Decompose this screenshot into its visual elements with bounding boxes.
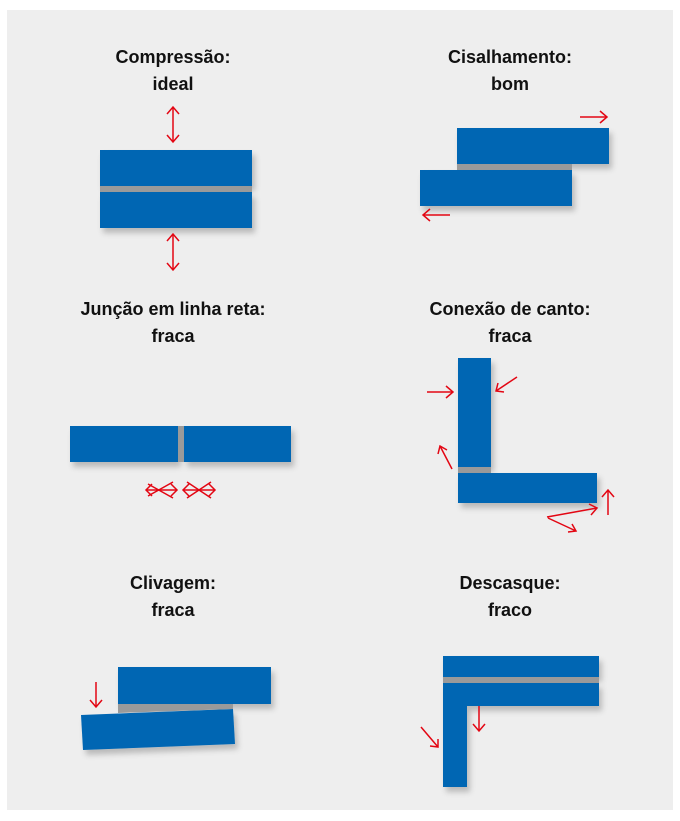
joint-diagrams: [70, 105, 615, 787]
upper-plate: [457, 128, 609, 164]
upper-plate: [100, 150, 252, 186]
arrow-right-icon: [427, 385, 455, 399]
joint-name: Compressão:: [115, 47, 231, 67]
adhesive-layer: [178, 426, 184, 462]
horizontal-plate: [458, 473, 597, 503]
joint-name: Junção em linha reta:: [80, 299, 266, 319]
shear-diagram: [420, 110, 609, 222]
arrow-down-icon: [472, 706, 486, 733]
peel-diagram: [420, 656, 599, 787]
joint-name: Cisalhamento:: [447, 47, 573, 67]
adhesive-layer: [443, 677, 599, 683]
vertical-plate: [458, 358, 491, 467]
right-plate: [184, 426, 291, 462]
arrow-right-icon: [580, 110, 609, 124]
title-peel: Descasque: fraco: [380, 570, 640, 624]
joint-rating: fraca: [151, 326, 195, 346]
title-cleavage: Clivagem: fraca: [43, 570, 303, 624]
left-plate: [70, 426, 178, 462]
arrow-up-icon: [437, 444, 453, 470]
diagram-panel: Compressão: ideal Cisalhamento: bom Junç…: [7, 10, 673, 810]
corner-joint-diagram: [427, 358, 615, 533]
lower-plate: [81, 709, 235, 750]
joint-rating: bom: [491, 74, 529, 94]
force-arrows-icon: [144, 481, 217, 499]
upper-plate: [118, 667, 271, 704]
joint-rating: fraca: [488, 326, 532, 346]
joint-name: Clivagem:: [129, 573, 217, 593]
title-butt-joint: Junção em linha reta: fraca: [43, 296, 303, 350]
lower-plate: [420, 170, 572, 206]
lower-plate: [100, 192, 252, 228]
arrow-down-icon: [89, 682, 103, 709]
double-arrow-icon: [166, 232, 180, 272]
joint-rating: fraco: [487, 600, 532, 620]
arrow-left-icon: [421, 208, 450, 222]
joint-name: Descasque:: [459, 573, 561, 593]
double-arrow-icon: [166, 105, 180, 144]
joint-rating: fraca: [151, 600, 195, 620]
title-shear: Cisalhamento: bom: [380, 44, 640, 98]
compression-diagram: [100, 105, 252, 272]
adhesive-layer: [457, 164, 572, 170]
force-arrows-icon: [546, 503, 599, 533]
title-compression: Compressão: ideal: [43, 44, 303, 98]
cleavage-diagram: [81, 667, 271, 750]
joint-name: Conexão de canto:: [429, 299, 591, 319]
butt-joint-diagram: [70, 426, 291, 499]
lower-plate: [443, 683, 599, 706]
title-corner-joint: Conexão de canto: fraca: [380, 296, 640, 350]
arrow-up-icon: [601, 488, 615, 515]
peel-leg: [443, 706, 467, 787]
adhesive-layer: [118, 704, 233, 713]
arrow-diagonal-icon: [495, 376, 518, 393]
adhesive-layer: [100, 186, 252, 192]
arrow-diagonal-icon: [420, 726, 439, 748]
adhesive-layer: [458, 467, 491, 473]
joint-rating: ideal: [152, 74, 194, 94]
upper-plate: [443, 656, 599, 677]
